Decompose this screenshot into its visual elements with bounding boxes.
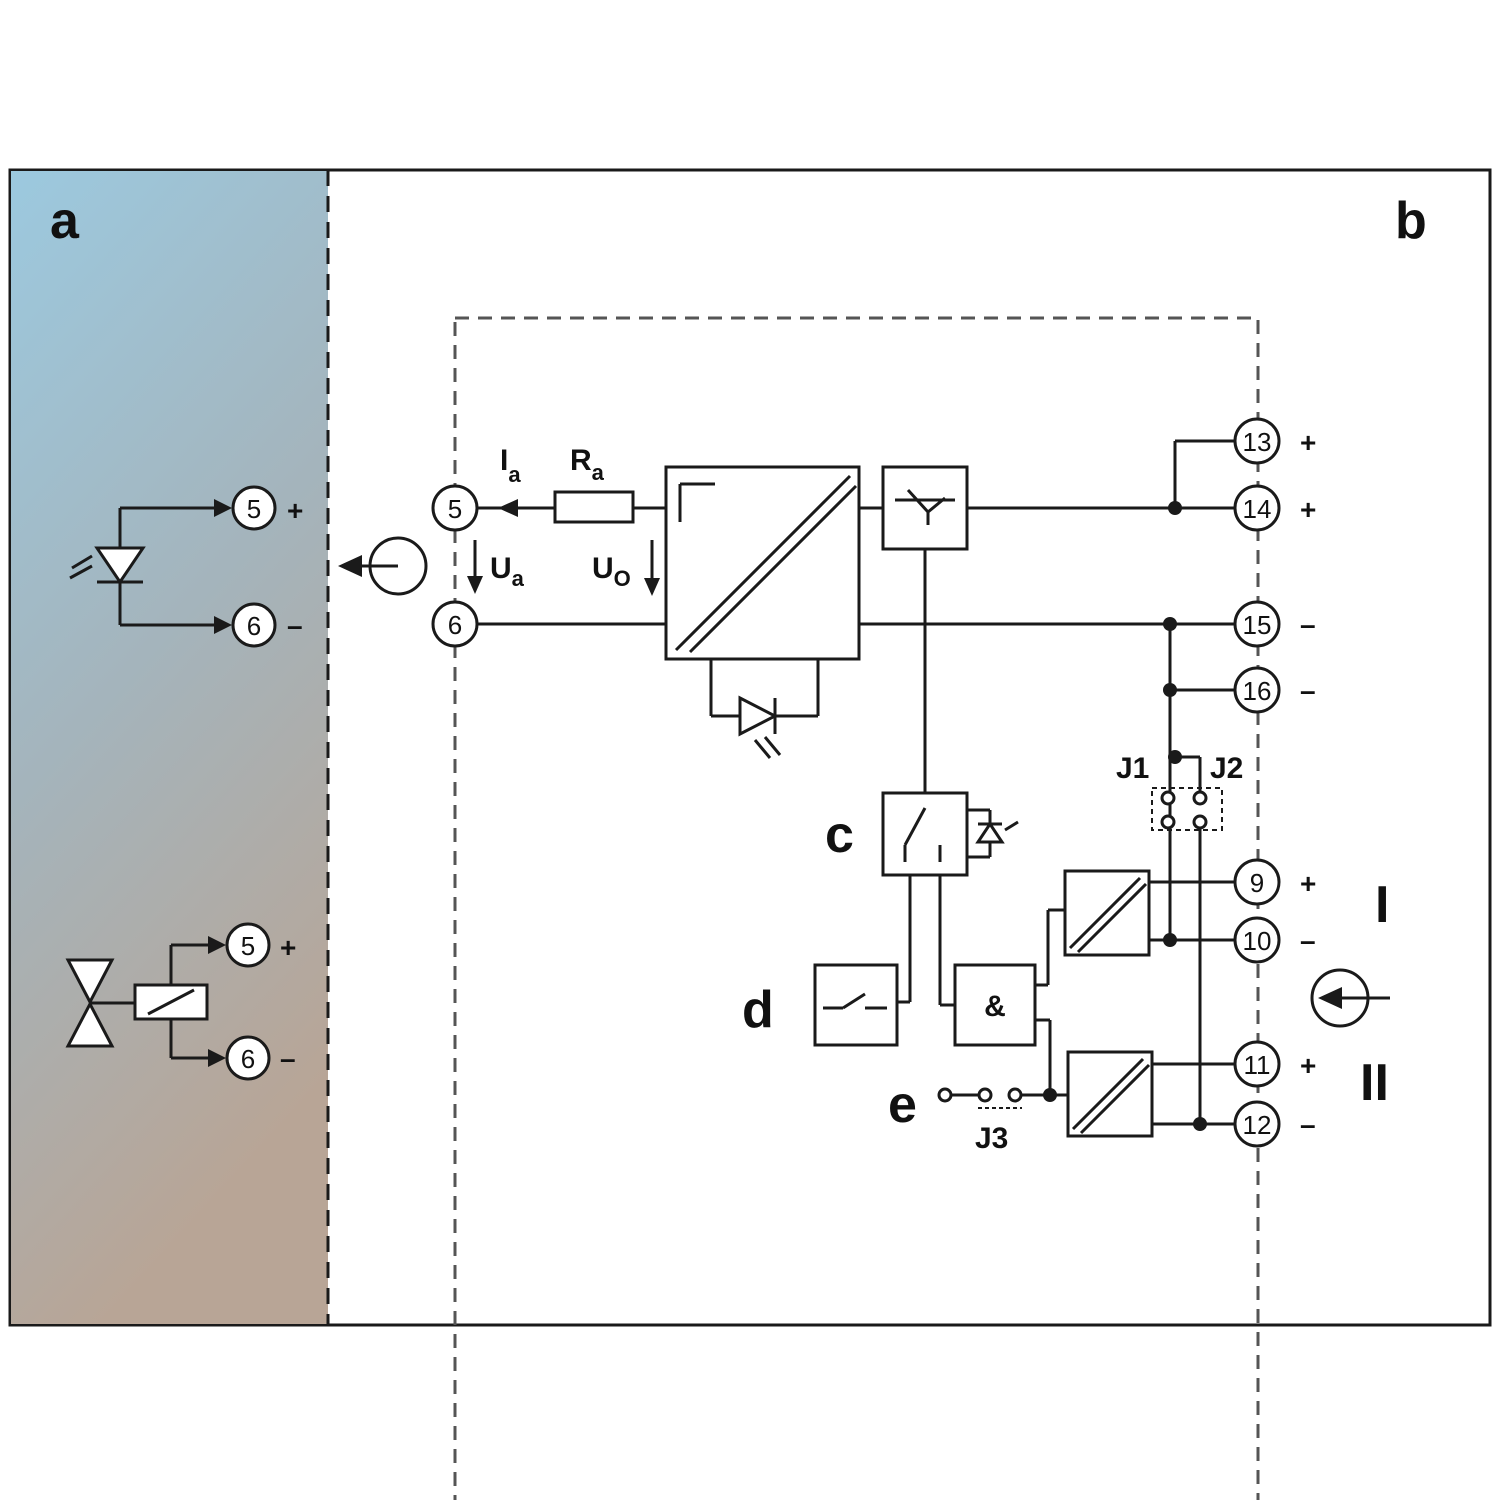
output-terminal-11-sign: + [1300,1050,1316,1081]
jumper-j2-label: J2 [1210,752,1243,785]
current-source-symbol [338,536,428,596]
output-converter-2 [1066,1050,1154,1138]
field-upper-terminal-5-label: 5 [247,494,261,524]
output-terminal-10-sign: – [1300,925,1316,956]
and-gate [953,963,1037,1047]
channel-2-label: II [1360,1054,1389,1112]
block-c-label: c [825,806,854,864]
output-terminal-16-sign: – [1300,675,1316,706]
resistor-ra [553,490,635,524]
output-terminal-12 [1233,1100,1281,1148]
field-upper-plus-sign: + [287,495,303,526]
block-d-label: d [742,981,774,1039]
power-led-icon [709,659,820,759]
output-terminal-14 [1233,484,1281,532]
resistor-label: Ra [570,444,605,485]
jumper-j3-pins [937,1087,1050,1109]
output-terminal-14-label: 14 [1243,494,1272,524]
device-enclosure [453,316,1260,1500]
jumper-j1-label: J1 [1116,752,1149,785]
output-terminal-9 [1233,858,1281,906]
jumper-j3-label: J3 [975,1122,1008,1155]
field-lower-terminal-5 [225,922,271,968]
field-side-label: a [50,192,80,250]
input-terminal-5-label: 5 [448,494,462,524]
output-terminal-14-sign: + [1300,494,1316,525]
output-terminal-13-sign: + [1300,427,1316,458]
field-lower-plus-sign: + [280,932,296,963]
output-terminal-15-sign: – [1300,609,1316,640]
field-led-indicator [69,499,232,634]
field-lower-terminal-6 [225,1035,271,1081]
block-d-switch [813,963,899,1047]
output-converter-1 [1063,869,1151,957]
output-terminal-15 [1233,600,1281,648]
output-terminal-13 [1233,417,1281,465]
output-current-source-symbol [1310,968,1390,1028]
field-upper-terminal-6 [231,602,277,648]
and-gate-symbol: & [984,990,1006,1023]
output-terminal-13-label: 13 [1243,427,1272,457]
field-upper-minus-sign: – [287,610,303,641]
current-arrow [498,499,518,517]
field-lower-minus-sign: – [280,1043,296,1074]
current-label: Ia [500,444,521,487]
output-terminal-16 [1233,666,1281,714]
output-terminal-10-label: 10 [1243,926,1272,956]
voltage-uo-arrow [644,578,660,596]
output-terminal-16-label: 16 [1243,676,1272,706]
field-upper-terminal-5 [231,485,277,531]
relay-switch-block [881,465,969,551]
voltage-ua-arrow [467,576,483,594]
jumper-j1-j2-pins [1151,787,1223,831]
output-terminal-11 [1233,1040,1281,1088]
voltage-uo-label: UO [592,552,631,591]
block-c-relay [881,791,1019,877]
output-terminal-9-label: 9 [1250,868,1264,898]
output-terminal-9-sign: + [1300,868,1316,899]
device-side-label: b [1395,192,1427,250]
block-e-label: e [888,1076,917,1134]
output-terminal-12-sign: – [1300,1109,1316,1140]
voltage-ua-label: Ua [490,552,525,591]
field-upper-terminal-6-label: 6 [247,611,261,641]
output-terminal-11-label: 11 [1244,1050,1271,1080]
input-terminal-6-label: 6 [448,610,462,640]
field-solenoid-valve [65,936,226,1067]
output-terminal-12-label: 12 [1243,1110,1272,1140]
output-terminal-10 [1233,916,1281,964]
output-terminal-15-label: 15 [1243,610,1272,640]
field-lower-terminal-5-label: 5 [241,931,255,961]
isolation-converter-block [664,465,861,661]
field-side-panel [11,171,328,1324]
channel-1-label: I [1375,876,1389,934]
field-lower-terminal-6-label: 6 [241,1044,255,1074]
